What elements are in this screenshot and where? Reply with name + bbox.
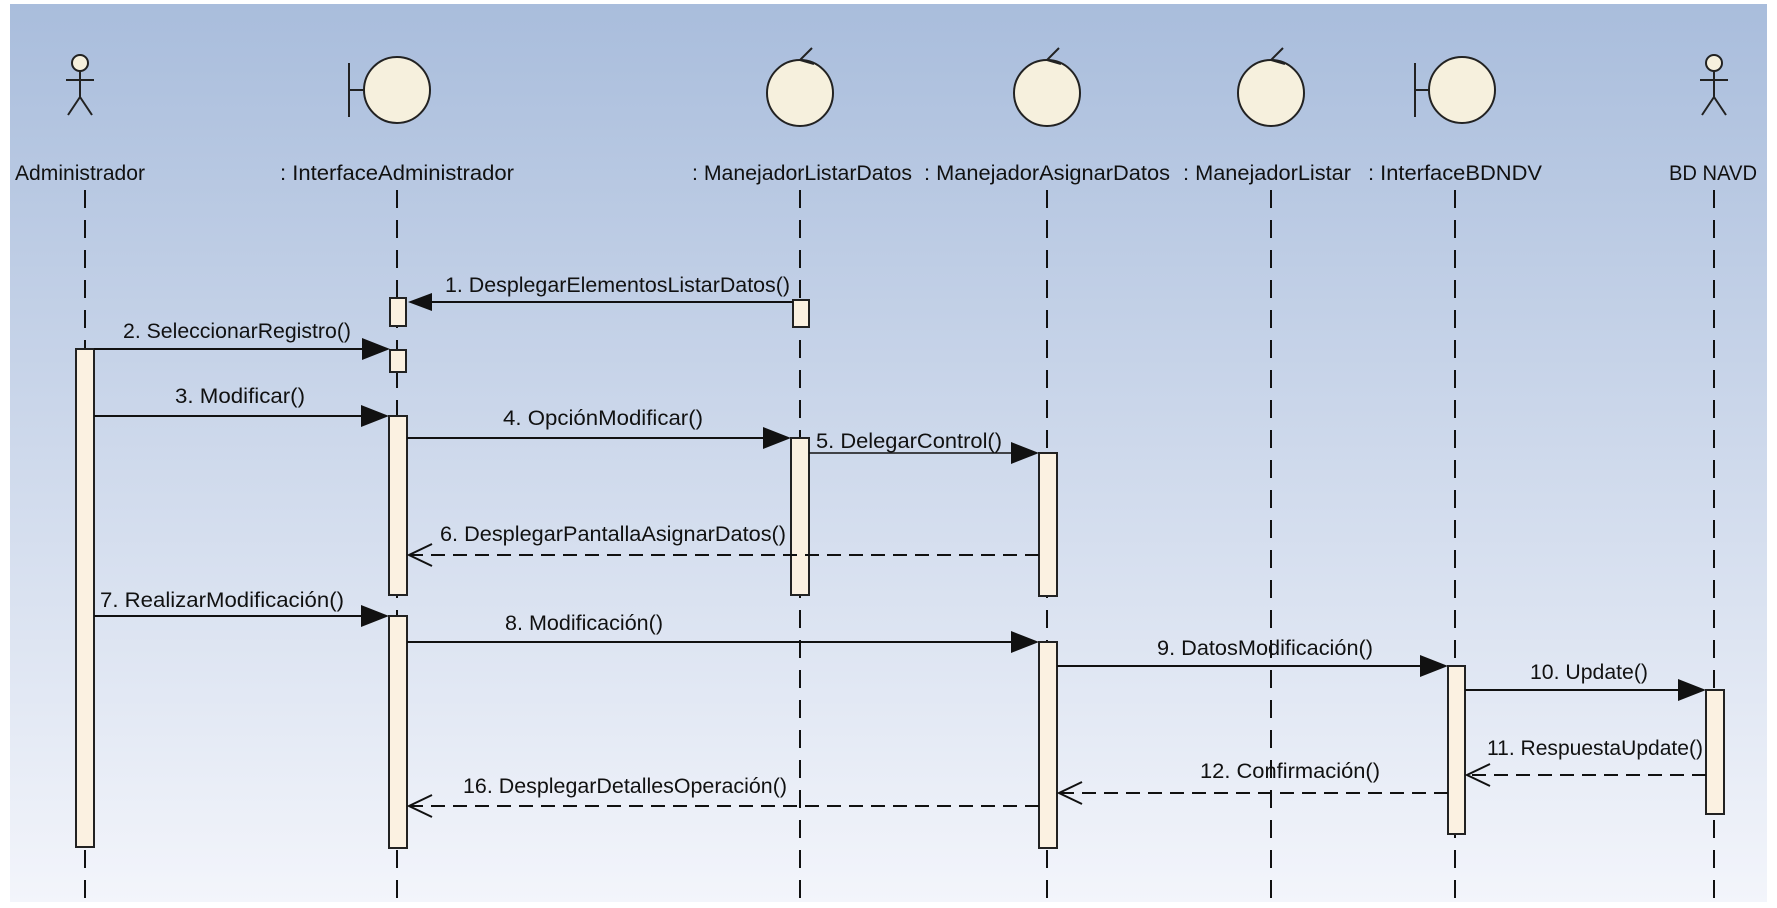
activation-bar-iface-admin-3 — [388, 415, 408, 596]
activation-bar-mgr-listar-datos-2 — [790, 437, 810, 596]
control-icon — [766, 47, 834, 127]
message-label: 7. RealizarModificación() — [100, 589, 344, 612]
message-label: 10. Update() — [1530, 661, 1648, 684]
activation-bar-mgr-listar-datos-1 — [792, 299, 810, 328]
message-5: 5. DelegarControl() — [809, 430, 1039, 464]
activation-bar-mgr-asignar-1 — [1038, 452, 1058, 597]
control-icon — [1013, 47, 1081, 127]
activation-bar-mgr-asignar-2 — [1038, 641, 1058, 849]
message-label: 11. RespuestaUpdate() — [1487, 737, 1703, 760]
lifeline-label-iface-admin: : InterfaceAdministrador — [280, 162, 514, 185]
message-label: 16. DesplegarDetallesOperación() — [463, 775, 787, 798]
lifeline-labels: Administrador : InterfaceAdministrador :… — [15, 162, 1757, 185]
message-label: 6. DesplegarPantallaAsignarDatos() — [440, 523, 786, 546]
actor-icon — [1700, 54, 1728, 116]
message-1: 1. DesplegarElementosListarDatos() — [408, 274, 793, 311]
message-7: 7. RealizarModificación() — [94, 589, 389, 627]
message-label: 1. DesplegarElementosListarDatos() — [445, 274, 790, 297]
message-label: 3. Modificar() — [175, 385, 305, 408]
lifeline-label-bd-navd: BD NAVD — [1669, 162, 1757, 185]
message-8: 8. Modificación() — [407, 612, 1039, 653]
activation-bars — [75, 297, 1725, 849]
message-label: 5. DelegarControl() — [816, 430, 1002, 453]
message-label: 9. DatosModificación() — [1157, 637, 1373, 660]
boundary-icon — [1414, 56, 1496, 124]
lifeline-label-mgr-listar-datos: : ManejadorListarDatos — [692, 162, 912, 185]
message-3: 3. Modificar() — [94, 385, 389, 427]
activation-bar-bd-navd — [1705, 689, 1725, 815]
message-10: 10. Update() — [1465, 661, 1706, 701]
message-12: 12. Confirmación() — [1056, 760, 1448, 805]
message-16: 16. DesplegarDetallesOperación() — [406, 775, 1039, 818]
activation-bar-iface-admin-4 — [388, 615, 408, 849]
message-label: 12. Confirmación() — [1200, 760, 1380, 783]
message-label: 2. SeleccionarRegistro() — [123, 320, 351, 343]
lifeline-label-mgr-listar: : ManejadorListar — [1183, 162, 1351, 185]
activation-bar-iface-bd — [1447, 665, 1466, 835]
actor-icon — [66, 54, 94, 116]
boundary-icon — [348, 56, 431, 124]
message-11: 11. RespuestaUpdate() — [1464, 737, 1706, 787]
message-6: 6. DesplegarPantallaAsignarDatos() — [406, 523, 1039, 567]
message-9: 9. DatosModificación() — [1057, 637, 1448, 677]
activation-bar-iface-admin-2 — [389, 349, 407, 373]
message-2: 2. SeleccionarRegistro() — [94, 320, 390, 360]
activation-bar-admin — [75, 348, 95, 848]
activation-bar-iface-admin-1 — [389, 297, 407, 327]
lifeline-label-mgr-asignar: : ManejadorAsignarDatos — [924, 162, 1170, 185]
message-4: 4. OpciónModificar() — [407, 407, 791, 449]
message-label: 4. OpciónModificar() — [503, 407, 703, 430]
message-label: 8. Modificación() — [505, 612, 663, 635]
lifeline-label-iface-bd: : InterfaceBDNDV — [1368, 162, 1542, 185]
control-icon — [1237, 47, 1305, 127]
lifeline-label-admin: Administrador — [15, 162, 145, 185]
